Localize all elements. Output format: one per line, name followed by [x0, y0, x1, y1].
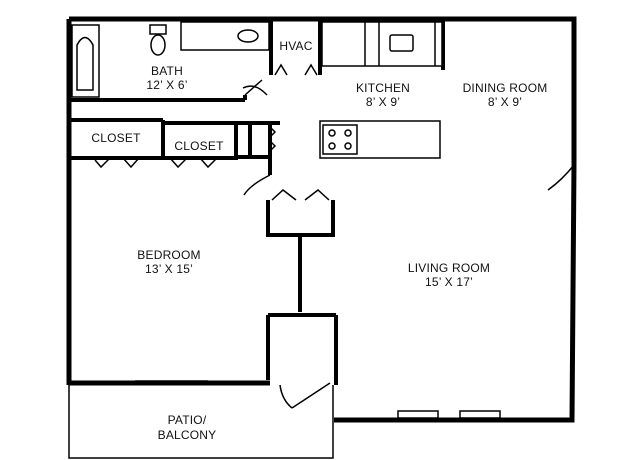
- bedroom-size: 13’ X 15’: [145, 262, 193, 276]
- windows: [397, 410, 501, 419]
- closet-2-label: CLOSET: [174, 139, 224, 153]
- bedroom-label: BEDROOM: [137, 248, 200, 262]
- hvac-fixtures: [274, 63, 318, 76]
- sink: [237, 29, 259, 43]
- toilet-bowl: [150, 34, 166, 56]
- exterior-walls: [66, 16, 577, 423]
- toilet-tank: [149, 24, 167, 35]
- burner-icon: [328, 129, 336, 137]
- bath-fixtures: [71, 21, 270, 98]
- patio-outline: [68, 385, 334, 459]
- closet-1-label: CLOSET: [91, 131, 141, 145]
- doors: [94, 79, 575, 409]
- burner-icon: [344, 129, 352, 137]
- patio-label-line2: BALCONY: [158, 428, 217, 442]
- kitchen-label: KITCHEN: [356, 81, 410, 95]
- burner-icon: [344, 142, 352, 150]
- kitchen-fixtures: [319, 21, 443, 159]
- kitchen-sink: [389, 34, 414, 52]
- kitchen-size: 8’ X 9’: [366, 95, 400, 109]
- window: [397, 410, 439, 419]
- room-labels: BATH 12’ X 6’ HVAC KITCHEN 8’ X 9’ DININ…: [91, 39, 547, 442]
- burner-icon: [328, 142, 336, 150]
- living-room-size: 15’ X 17’: [425, 275, 473, 289]
- upper-counter: [321, 21, 443, 67]
- patio-label-line1: PATIO/: [168, 413, 207, 427]
- hvac-label: HVAC: [279, 39, 312, 53]
- interior-walls: [69, 19, 445, 385]
- range: [322, 124, 358, 155]
- bath-label: BATH: [151, 64, 183, 78]
- dining-room-size: 8’ X 9’: [488, 95, 522, 109]
- living-room-label: LIVING ROOM: [408, 261, 490, 275]
- window: [459, 410, 501, 419]
- dining-room-label: DINING ROOM: [463, 81, 548, 95]
- bath-size: 12’ X 6’: [146, 78, 187, 92]
